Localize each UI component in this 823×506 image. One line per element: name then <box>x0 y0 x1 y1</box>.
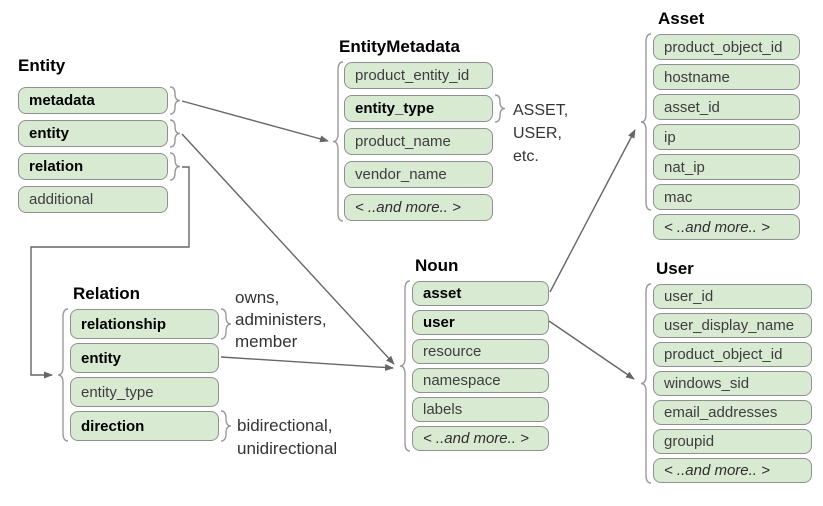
user-row-user-display-name: user_display_name <box>653 313 812 338</box>
entity-row-metadata: metadata <box>18 87 168 114</box>
asset-row-mac: mac <box>653 184 800 210</box>
entity-metadata-table-title: EntityMetadata <box>339 37 460 56</box>
user-row-product-object-id: product_object_id <box>653 342 812 367</box>
entity-type-values-annotation: ASSET, USER, etc. <box>513 99 568 168</box>
annotation-line: ASSET, <box>513 102 569 119</box>
asset-row-product-object-id: product_object_id <box>653 34 800 60</box>
relation-row-entity: entity <box>70 343 219 373</box>
entity-row-relation: relation <box>18 153 168 180</box>
arrow-noun-user-to-user <box>548 320 635 380</box>
relationship-values-annotation: owns, administers, member <box>235 287 327 353</box>
noun-table-title: Noun <box>415 256 459 275</box>
user-row-and-more: < ..and more.. > <box>653 458 812 483</box>
asset-row-nat-ip: nat_ip <box>653 154 800 180</box>
noun-row-and-more: < ..and more.. > <box>412 426 549 451</box>
relation-table: Relation relationship entity entity_type… <box>70 283 219 445</box>
relation-left-brace <box>57 308 69 442</box>
noun-row-asset: asset <box>412 281 549 306</box>
noun-table: Noun asset user resource namespace label… <box>412 255 549 455</box>
entity-metadata-row-product-name: product_name <box>344 128 493 155</box>
noun-row-namespace: namespace <box>412 368 549 393</box>
entity-metadata-table: EntityMetadata product_entity_id entity_… <box>339 36 493 227</box>
asset-table: Asset product_object_id hostname asset_i… <box>653 8 800 244</box>
entity-metadata-row-product-entity-id: product_entity_id <box>344 62 493 89</box>
annotation-line: etc. <box>513 148 539 165</box>
direction-values-annotation: bidirectional, unidirectional <box>237 414 337 460</box>
entity-metadata-row-vendor-name: vendor_name <box>344 161 493 188</box>
asset-row-asset-id: asset_id <box>653 94 800 120</box>
user-row-groupid: groupid <box>653 429 812 454</box>
arrow-entity-metadata-to-entitymetadata <box>181 100 329 143</box>
user-row-user-id: user_id <box>653 284 812 309</box>
relationship-row-brace <box>220 308 232 340</box>
annotation-line: bidirectional, <box>237 416 333 435</box>
noun-row-user: user <box>412 310 549 335</box>
entity-metadata-row-entity-type: entity_type <box>344 95 493 122</box>
user-row-windows-sid: windows_sid <box>653 371 812 396</box>
user-left-brace <box>640 283 652 484</box>
relation-row-direction: direction <box>70 411 219 441</box>
asset-row-and-more: < ..and more.. > <box>653 214 800 240</box>
asset-row-ip: ip <box>653 124 800 150</box>
noun-row-resource: resource <box>412 339 549 364</box>
relation-row-relationship: relationship <box>70 309 219 339</box>
annotation-line: USER, <box>513 125 562 142</box>
annotation-line: administers, <box>235 310 327 329</box>
annotation-line: owns, <box>235 288 280 307</box>
entity-metadata-row-brace <box>169 86 181 115</box>
entity-table-title: Entity <box>18 56 66 75</box>
arrow-relation-entity-to-noun <box>220 356 394 371</box>
entity-table: Entity metadata entity relation addition… <box>18 55 168 219</box>
asset-table-title: Asset <box>658 9 705 28</box>
entity-entity-row-brace <box>169 119 181 148</box>
entity-row-entity: entity <box>18 120 168 147</box>
relation-row-entity-type: entity_type <box>70 377 219 407</box>
entity-row-additional: additional <box>18 186 168 213</box>
asset-row-hostname: hostname <box>653 64 800 90</box>
entity-relation-row-brace <box>169 152 181 181</box>
entity-metadata-left-brace <box>332 61 344 222</box>
user-table: User user_id user_display_name product_o… <box>653 258 812 487</box>
noun-left-brace <box>399 280 411 452</box>
entity-type-row-brace <box>494 94 506 123</box>
asset-left-brace <box>640 33 652 211</box>
direction-row-brace <box>220 410 232 442</box>
noun-row-labels: labels <box>412 397 549 422</box>
user-row-email-addresses: email_addresses <box>653 400 812 425</box>
annotation-line: unidirectional <box>237 439 338 458</box>
user-table-title: User <box>656 259 694 278</box>
relation-table-title: Relation <box>73 284 141 303</box>
entity-metadata-row-and-more: < ..and more.. > <box>344 194 493 221</box>
annotation-line: member <box>235 332 298 351</box>
